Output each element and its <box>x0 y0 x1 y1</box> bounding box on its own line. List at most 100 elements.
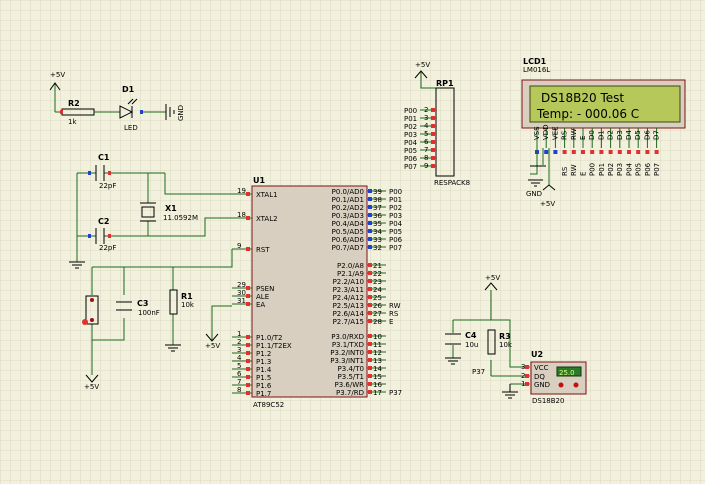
rp1-net-label: P00 <box>404 107 417 115</box>
u1-pin-num: 15 <box>373 373 382 381</box>
lcd-pin-name: D4 <box>625 130 633 140</box>
u1-pin-name: P3.4/T0 <box>338 365 364 373</box>
u1-pin-name: P1.6 <box>256 382 272 390</box>
capacitor-c1[interactable]: C1 22pF <box>77 153 165 190</box>
u1-pin-num: 6 <box>237 370 242 378</box>
reset-button[interactable] <box>82 295 99 325</box>
resistor-r1[interactable]: R1 10k <box>169 289 195 315</box>
lcd-pin-rs: RS <box>561 128 569 154</box>
vcc-symbol-r3: +5V <box>484 274 500 291</box>
u1-pin-name: P0.2/AD2 <box>332 204 364 212</box>
u1-net-label: RW <box>389 302 401 310</box>
u1-pin-num: 31 <box>237 297 246 305</box>
u1-pin-num: 32 <box>373 244 382 252</box>
u1-pin-name: P2.3/A11 <box>333 286 364 294</box>
lcd-pin-name: D2 <box>607 130 615 140</box>
gnd-label: GND <box>177 105 185 121</box>
u1-pin-num: 9 <box>237 242 241 250</box>
lcd-pin-name: E <box>579 136 587 140</box>
u1-pin-num: 37 <box>373 204 382 212</box>
u1-pin-num: 7 <box>237 378 241 386</box>
u2-reading: 25.0 <box>559 369 575 377</box>
rp1-pin-num: 7 <box>424 146 428 154</box>
lcd-net-label: P05 <box>635 163 643 176</box>
resistor-r3[interactable]: R3 10k <box>487 329 513 355</box>
c3-value: 100nF <box>138 309 160 317</box>
u1-net-label: P37 <box>389 389 402 397</box>
lcd-vcc-label: +5V <box>540 200 555 208</box>
u1-pin-num: 2 <box>237 338 241 346</box>
rp1-net-label: P04 <box>404 139 418 147</box>
p37-net-label: P37 <box>472 368 485 376</box>
temp-up-button[interactable] <box>573 382 579 388</box>
u1-pin-name: P1.0/T2 <box>256 334 282 342</box>
r2-ref: R2 <box>68 99 80 108</box>
u1-net-label: P02 <box>389 204 402 212</box>
lcd-pin-d0: D0 <box>588 128 596 154</box>
u2-ref: U2 <box>531 350 543 359</box>
r1-ref: R1 <box>181 292 193 301</box>
u1-pin-num: 36 <box>373 212 382 220</box>
u1-pin-name: P1.7 <box>256 390 271 398</box>
rp1-pin-num: 3 <box>424 114 428 122</box>
u1-pin-name: P2.4/A12 <box>333 294 364 302</box>
resistor-r2[interactable]: R2 1k <box>55 99 120 126</box>
gnd-symbol-u2 <box>502 384 518 399</box>
vcc-label: +5V <box>50 71 65 79</box>
gnd-symbol-c4 <box>445 357 461 365</box>
rp1-net-label: P02 <box>404 123 417 131</box>
u1-pin-name: ALE <box>256 293 269 301</box>
u1-pin-num: 13 <box>373 357 382 365</box>
led-d1[interactable]: D1 LED <box>119 85 166 132</box>
u1-pin-num: 33 <box>373 236 382 244</box>
u1-net-label: P07 <box>389 244 402 252</box>
u2-pin-name: DQ <box>534 373 545 381</box>
lcd-pin-name: D6 <box>643 130 651 140</box>
capacitor-c3[interactable]: C3 100nF <box>116 299 160 317</box>
u1-net-label: P00 <box>389 188 402 196</box>
gnd-symbol-r1 <box>165 344 181 352</box>
respack-rp1[interactable]: +5V RP1 RESPACK8 2P003P014P025P036P047P0… <box>404 61 470 187</box>
lcd-net-label: RS <box>561 166 569 176</box>
lcd-lcd1[interactable]: LCD1 LM016L DS18B20 Test Temp: - 000.06 … <box>521 57 686 208</box>
u1-ref: U1 <box>253 176 265 185</box>
vcc-symbol-r2: +5V <box>49 71 65 112</box>
u1-pin-name: P1.2 <box>256 350 271 358</box>
lcd-model: LM016L <box>523 66 550 74</box>
rp1-pin-num: 8 <box>424 154 428 162</box>
u1-part: AT89C52 <box>253 401 284 409</box>
capacitor-c4[interactable]: C4 10u <box>445 331 478 349</box>
lcd-pin-e: E <box>579 128 587 154</box>
temp-down-button[interactable] <box>558 382 564 388</box>
u1-net-label: P03 <box>389 212 402 220</box>
capacitor-c2[interactable]: C2 22pF <box>77 217 148 252</box>
crystal-x1[interactable]: X1 11.0592M <box>140 173 198 236</box>
lcd-ref: LCD1 <box>523 57 547 66</box>
